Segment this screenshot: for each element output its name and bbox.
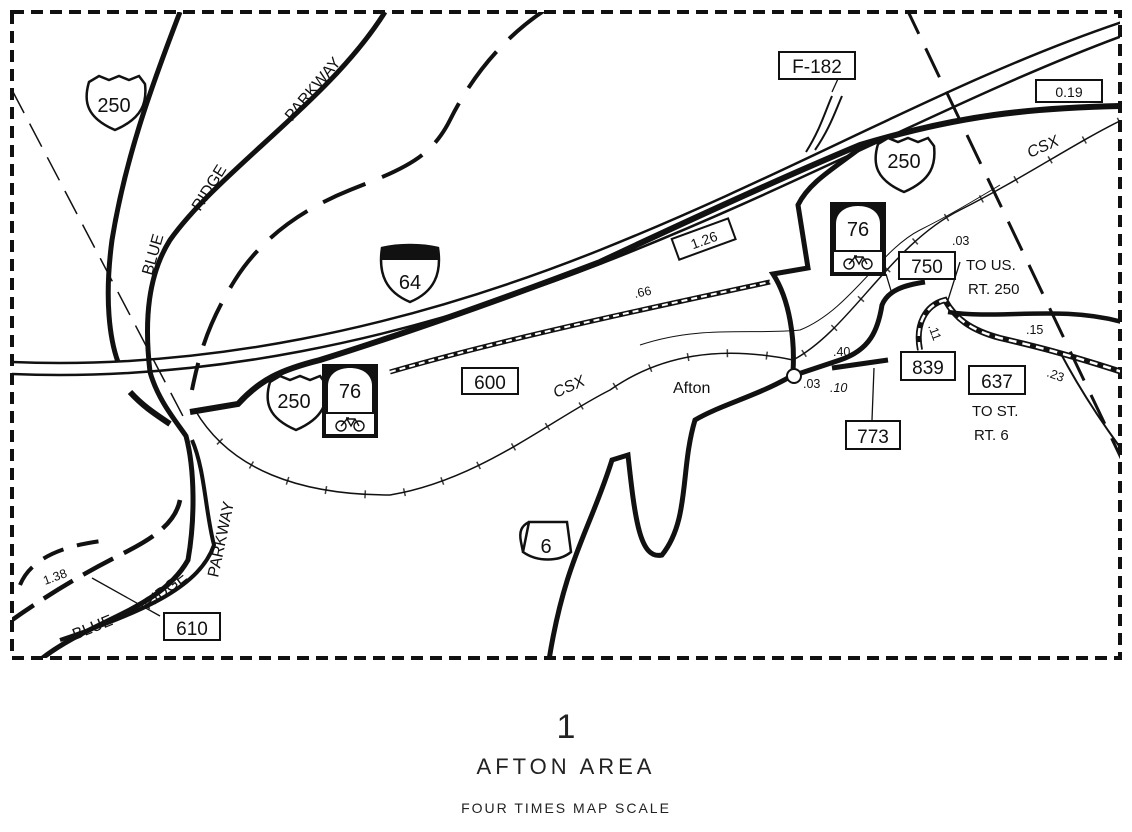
figure-number: 1 — [556, 708, 576, 746]
parkway-ridge-lower: RIDGE — [140, 569, 190, 614]
us250-shield-northwest-label: 250 — [97, 95, 130, 117]
f182-label: F-182 — [792, 57, 842, 78]
va6-shield: 6 — [519, 520, 573, 561]
f182-road — [805, 95, 843, 153]
note-to-us250: TO US. RT. 250 — [966, 257, 1019, 298]
va6-road — [546, 372, 795, 658]
parkway-parkway-upper: PARKWAY — [282, 54, 345, 124]
parkway-blue-lower: BLUE — [70, 612, 115, 643]
bike-route-76-north-label: 76 — [847, 219, 869, 241]
rt600-road — [389, 279, 771, 375]
va6-shield-label: 6 — [540, 536, 551, 558]
us250-shield-northwest: 250 — [85, 74, 147, 132]
parkway-parkway-lower: PARKWAY — [205, 500, 238, 579]
us250-shield-east-label: 250 — [887, 151, 920, 173]
rt610-label: 610 — [176, 619, 208, 640]
csx-label-east: CSX — [1025, 132, 1063, 161]
rt839-marker: 839 — [900, 351, 956, 381]
distance-066: .66 — [633, 284, 653, 301]
rt610-road — [12, 499, 183, 622]
distance-019: 0.19 — [1055, 84, 1082, 100]
f182-marker: F-182 — [778, 51, 856, 80]
us250-shield-south-label: 250 — [277, 391, 310, 413]
county-boundary-east — [906, 12, 1120, 460]
note-to-st6: TO ST. RT. 6 — [972, 403, 1018, 444]
rt610-marker: 610 — [163, 612, 221, 641]
i64-shield: 64 — [379, 243, 441, 304]
rt773-label: 773 — [857, 427, 889, 448]
i64-north-lane — [12, 21, 1120, 365]
rt637-label: 637 — [981, 372, 1013, 393]
distance-040: .40 — [833, 345, 850, 359]
blue-ridge-parkway-lower — [59, 439, 217, 642]
us250-west-road — [105, 12, 183, 363]
distance-019-marker: 0.19 — [1035, 79, 1103, 103]
us250-west-loop — [127, 389, 172, 427]
us250-shield-south: 250 — [266, 374, 328, 432]
bike-route-76-south-label: 76 — [339, 381, 361, 403]
i64-shield-label: 64 — [399, 272, 421, 294]
county-boundary-west — [12, 89, 186, 421]
distance-003-afton: .03 — [803, 377, 820, 391]
old-road-dashed — [190, 12, 546, 391]
parkway-ridge-upper: RIDGE — [189, 162, 230, 214]
distance-023: .23 — [1045, 366, 1066, 385]
map-scale-note: FOUR TIMES MAP SCALE — [461, 800, 671, 816]
i64-south-lane — [12, 35, 1120, 377]
rt637-road-inner — [917, 298, 1120, 373]
rt600-label: 600 — [474, 373, 506, 394]
note-to-us250-line2: RT. 250 — [968, 281, 1019, 298]
rt637-marker: 637 — [968, 365, 1026, 395]
bicycle-icon — [843, 255, 873, 270]
note-to-us250-line1: TO US. — [966, 257, 1016, 274]
distance-003-east: .03 — [952, 234, 969, 248]
distance-011: .11 — [925, 322, 944, 342]
rt750-marker: 750 — [898, 251, 956, 280]
note-to-st6-line1: TO ST. — [972, 403, 1018, 420]
rt610-spur — [18, 538, 111, 586]
note-to-st6-line2: RT. 6 — [974, 427, 1009, 444]
afton-area-map: 250 250 250 64 76 76 — [10, 10, 1122, 660]
rt839-label: 839 — [912, 358, 944, 379]
rt600-marker: 600 — [461, 367, 519, 395]
town-label-afton: Afton — [673, 380, 710, 397]
blue-ridge-parkway-upper — [38, 12, 388, 658]
csx-railroad — [194, 120, 1120, 496]
bicycle-icon — [335, 417, 365, 432]
rt773-marker: 773 — [845, 420, 901, 450]
rt773-road — [831, 357, 889, 371]
distance-015: .15 — [1026, 323, 1043, 337]
distance-010: .10 — [830, 381, 847, 395]
connector-road — [768, 140, 870, 373]
bike-route-76-shield-north: 76 — [830, 202, 886, 276]
csx-label-west: CSX — [551, 372, 589, 401]
afton-junction — [786, 368, 802, 384]
distance-labels: .66 1.38 .03 .03 .40 .10 .11 .15 .23 — [41, 234, 1066, 588]
map-title: AFTON AREA — [476, 754, 656, 779]
bike-route-76-shield-south: 76 — [322, 364, 378, 438]
rt637-bypass — [1059, 351, 1120, 449]
us250-main-road — [189, 103, 1120, 415]
rt750-road — [794, 279, 926, 378]
rt750-label: 750 — [911, 257, 943, 278]
rt637-east-road — [947, 309, 1120, 324]
us250-shield-east: 250 — [874, 136, 936, 194]
map-frame — [10, 10, 1122, 660]
secondary-track — [639, 184, 1001, 346]
